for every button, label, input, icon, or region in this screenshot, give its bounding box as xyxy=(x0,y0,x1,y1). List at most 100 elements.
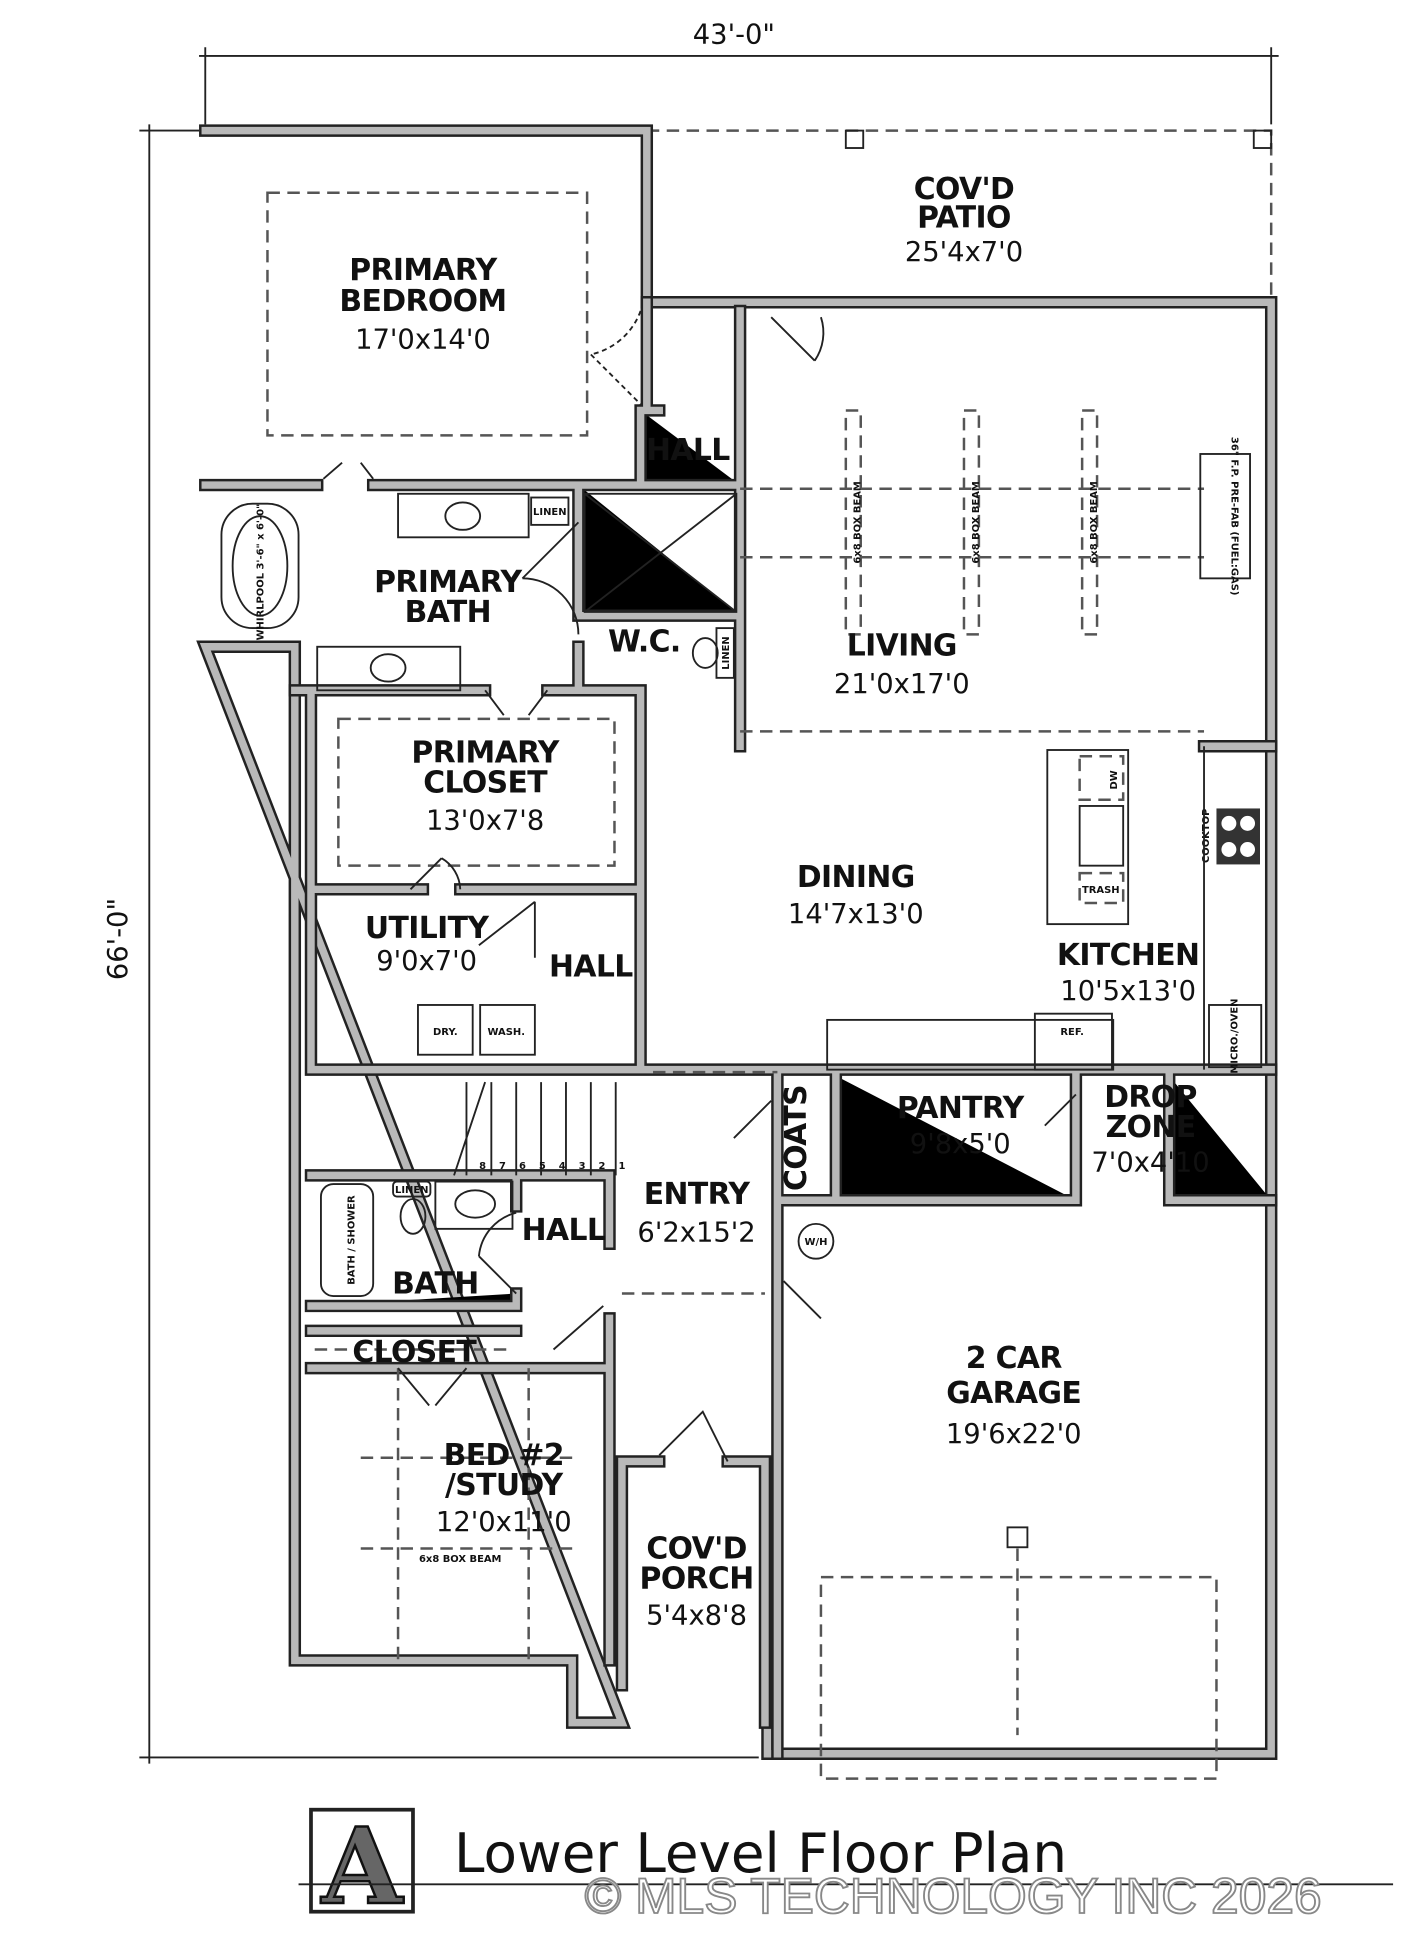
bed2-label: BED #2 xyxy=(444,1438,564,1473)
utility-label: UTILITY xyxy=(365,911,489,946)
room-labels: PRIMARY BEDROOM 17'0x14'0 COV'D PATIO 25… xyxy=(339,172,1209,1631)
kitchen-island xyxy=(1046,749,1130,926)
water-heater xyxy=(797,1222,835,1260)
stair-number: 4 xyxy=(559,1161,566,1172)
bed2-label: /STUDY xyxy=(445,1468,563,1503)
stair-number: 6 xyxy=(519,1161,526,1172)
washer xyxy=(479,1004,536,1056)
ceiling-lines xyxy=(266,191,1218,1780)
drop-zone-label: ZONE xyxy=(1106,1110,1196,1145)
refrigerator-label: REF. xyxy=(1060,1027,1084,1038)
stair-number: 7 xyxy=(499,1161,506,1172)
dimension-width: 43'-0" xyxy=(199,20,1279,125)
toilet-icon xyxy=(399,1198,427,1235)
bathtub xyxy=(320,1183,375,1297)
micro-oven-label: MICRO./OVEN xyxy=(1230,998,1241,1073)
patio-label: PATIO xyxy=(917,201,1011,236)
closet-label: CLOSET xyxy=(352,1335,477,1370)
dishwasher-label: DW xyxy=(1109,770,1120,789)
dryer xyxy=(417,1004,474,1056)
patio-label: COV'D xyxy=(914,172,1014,207)
porch-label: COV'D xyxy=(646,1531,746,1566)
box-beam xyxy=(844,409,862,636)
linen-label: LINEN xyxy=(533,507,566,518)
drop-zone-size: 7'0x4'10 xyxy=(1091,1148,1209,1179)
door-swings xyxy=(322,310,1077,1462)
box-beam-label: 6x8 BOX BEAM xyxy=(853,481,864,563)
watermark: © MLS TECHNOLOGY INC 2026 xyxy=(585,1868,1322,1924)
stair-number: 8 xyxy=(479,1161,486,1172)
plan-title: Lower Level Floor Plan xyxy=(454,1821,1067,1885)
fixtures: WHIRLPOOL 3'-6" x 6'-0" LINEN LINEN DRY.… xyxy=(220,437,1263,1565)
water-heater-label: W/H xyxy=(805,1237,828,1248)
logo-letter: A xyxy=(320,1805,404,1928)
entry-size: 6'2x15'2 xyxy=(637,1217,755,1248)
primary-bath-label: PRIMARY xyxy=(374,565,522,600)
sink-icon xyxy=(454,1189,497,1219)
sink-icon xyxy=(369,653,407,683)
stair-number: 1 xyxy=(618,1161,625,1172)
drop-zone-label: DROP xyxy=(1104,1080,1197,1115)
box-beam xyxy=(962,409,981,636)
whirlpool-tub xyxy=(220,502,300,630)
patio-post xyxy=(844,129,865,149)
entry-label: ENTRY xyxy=(644,1177,751,1212)
porch-size: 5'4x8'8 xyxy=(646,1600,747,1631)
shower xyxy=(583,492,738,613)
dimension-depth: 66'-0" xyxy=(103,124,759,1764)
garage-size: 19'6x22'0 xyxy=(946,1419,1082,1450)
fireplace xyxy=(1199,453,1251,580)
title-block: A Lower Level Floor Plan © MLS TECHNOLOG… xyxy=(298,1804,1394,1929)
bath-shower-label: BATH / SHOWER xyxy=(347,1195,358,1285)
sink-icon xyxy=(1078,805,1125,867)
walls xyxy=(196,124,1271,1760)
bath-label: BATH xyxy=(392,1267,478,1302)
primary-bedroom-size: 17'0x14'0 xyxy=(355,324,491,355)
pantry-label: PANTRY xyxy=(897,1091,1025,1126)
hall-label: HALL xyxy=(522,1213,606,1248)
washer-label: WASH. xyxy=(488,1027,525,1038)
bed2-size: 12'0x11'0 xyxy=(436,1507,572,1538)
stair-number: 2 xyxy=(599,1161,606,1172)
primary-closet-label: CLOSET xyxy=(423,765,548,800)
linen-label: LINEN xyxy=(721,636,732,669)
utility-size: 9'0x7'0 xyxy=(376,946,477,977)
garage-label: GARAGE xyxy=(946,1376,1081,1411)
living-size: 21'0x17'0 xyxy=(834,669,970,700)
hall-label: HALL xyxy=(549,949,633,984)
box-beam-label: 6x8 BOX BEAM xyxy=(419,1554,501,1565)
width-dimension: 43'-0" xyxy=(693,20,775,51)
wc-label: W.C. xyxy=(608,625,681,660)
dining-label: DINING xyxy=(797,860,915,895)
box-beam xyxy=(1080,409,1099,636)
logo-box xyxy=(309,1807,415,1914)
dryer-label: DRY. xyxy=(433,1027,458,1038)
primary-closet-size: 13'0x7'8 xyxy=(426,806,544,837)
linen-label: LINEN xyxy=(395,1185,428,1196)
kitchen-label: KITCHEN xyxy=(1057,938,1199,973)
cooktop-icon xyxy=(1216,808,1260,865)
hall-label: HALL xyxy=(646,433,730,468)
stair-number: 3 xyxy=(579,1161,586,1172)
box-beam-label: 6x8 BOX BEAM xyxy=(1089,481,1100,563)
patio-post xyxy=(1252,129,1273,149)
pantry-size: 9'8x5'0 xyxy=(910,1129,1011,1160)
coats-label: COATS xyxy=(779,1085,814,1191)
kitchen-size: 10'5x13'0 xyxy=(1060,976,1196,1007)
primary-bath-label: BATH xyxy=(405,595,491,630)
trash-label: TRASH xyxy=(1082,885,1120,896)
primary-closet-label: PRIMARY xyxy=(411,735,559,770)
stairs: 8 7 6 5 4 3 2 1 xyxy=(453,1081,625,1176)
porch-label: PORCH xyxy=(640,1561,754,1596)
garage-label: 2 CAR xyxy=(966,1341,1063,1376)
whirlpool-label: WHIRLPOOL 3'-6" x 6'-0" xyxy=(256,504,267,641)
sink-icon xyxy=(444,501,482,531)
dining-size: 14'7x13'0 xyxy=(788,899,924,930)
primary-bedroom-label: BEDROOM xyxy=(339,284,506,319)
refrigerator xyxy=(1033,1012,1113,1071)
patio-size: 25'4x7'0 xyxy=(905,237,1023,268)
toilet-icon xyxy=(691,637,719,669)
cooktop-label: COOKTOP xyxy=(1201,809,1212,863)
primary-bedroom-label: PRIMARY xyxy=(349,253,497,288)
